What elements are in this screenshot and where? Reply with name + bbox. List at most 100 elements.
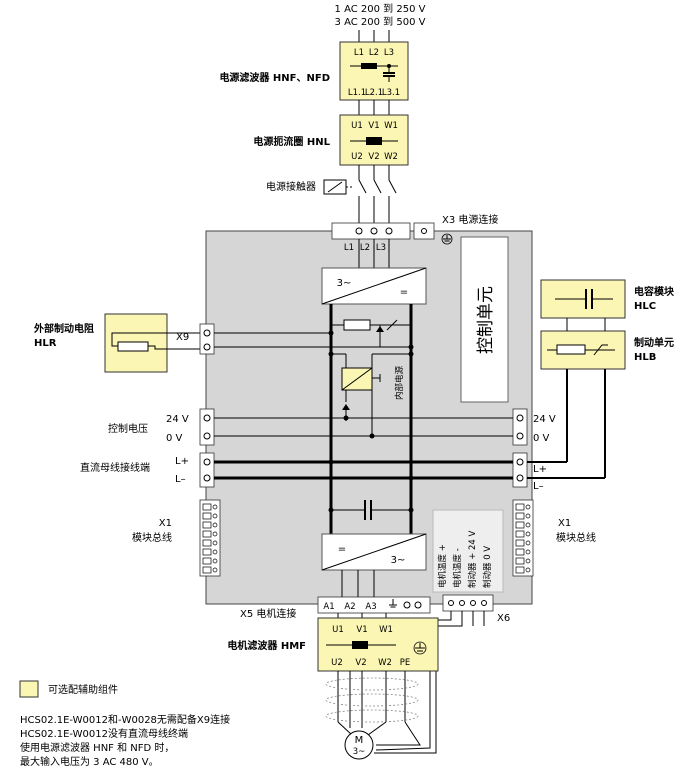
module-bus-pin-right xyxy=(515,548,531,556)
internal-supply: 内部电源 xyxy=(341,365,405,400)
svg-text:L2: L2 xyxy=(360,243,370,253)
dc-plus-right: L+ xyxy=(533,464,547,475)
module-bus-pin-right xyxy=(515,530,531,538)
x6-signal-4: 制动器 0 V xyxy=(482,546,493,588)
svg-text:M: M xyxy=(355,735,364,746)
mains-filter: L1 L2 L3 L1.1 L2.1 L3.1 xyxy=(339,41,409,101)
svg-text:W1: W1 xyxy=(379,625,393,635)
cap-module-label-2: HLC xyxy=(634,301,656,312)
module-bus-pin-right xyxy=(515,512,531,520)
svg-text:L2: L2 xyxy=(369,48,379,58)
module-bus-pin-left xyxy=(202,548,218,556)
note-1: HCS02.1E-W0012和-W0028无需配备X9连接 xyxy=(20,713,230,726)
module-bus-pin-left xyxy=(202,503,218,511)
svg-text:L2.1: L2.1 xyxy=(365,88,383,98)
module-bus-pin-left xyxy=(202,539,218,547)
svg-text:A1: A1 xyxy=(323,602,334,612)
svg-text:A3: A3 xyxy=(365,602,376,612)
x3-mains-terminal: L1 L2 L3 xyxy=(331,222,435,253)
dc-minus-right: L– xyxy=(533,481,544,492)
brake-unit xyxy=(540,330,626,370)
svg-text:U1: U1 xyxy=(351,121,363,131)
module-bus-pin-right xyxy=(515,539,531,547)
x5-label: X5 电机连接 xyxy=(240,607,296,620)
note-4: 最大输入电压为 3 AC 480 V。 xyxy=(20,755,159,768)
cv-24v-right: 24 V xyxy=(533,414,556,425)
motor-filter: U1 V1 W1 U2 V2 W2 PE xyxy=(317,617,439,672)
dc-bus-terminal-right xyxy=(512,452,528,488)
module-bus-pin-right xyxy=(515,503,531,511)
svg-text:3~: 3~ xyxy=(391,555,406,566)
cv-24v-left: 24 V xyxy=(166,414,189,425)
brake-unit-label-2: HLB xyxy=(634,352,656,363)
capacitor-module xyxy=(540,279,626,319)
cv-0v-right: 0 V xyxy=(533,433,550,444)
svg-text:U2: U2 xyxy=(351,152,363,162)
x6-signal-box xyxy=(432,509,504,593)
svg-text:控制单元: 控制单元 xyxy=(476,286,496,354)
motor-filter-label: 电机滤波器 HMF xyxy=(227,639,306,652)
x6-signal-3: 制动器 + 24 V xyxy=(467,530,478,588)
module-bus-pin-right xyxy=(515,521,531,529)
module-bus-pin-left xyxy=(202,566,218,574)
module-bus-pin-right xyxy=(515,566,531,574)
module-bus-pin-left xyxy=(202,512,218,520)
svg-text:V2: V2 xyxy=(368,152,379,162)
note-3: 使用电源滤波器 HNF 和 NFD 时， xyxy=(20,741,174,754)
x5-motor-terminal: A1 A2 A3 xyxy=(317,596,431,614)
contactor-switches xyxy=(358,165,397,224)
rectifier: 3~ = xyxy=(321,267,427,305)
x1-left: X1 xyxy=(159,518,172,529)
svg-text:V1: V1 xyxy=(356,625,367,635)
svg-text:=: = xyxy=(400,287,408,298)
external-brake-resistor xyxy=(104,313,200,373)
x6-signal-2: 电机温度 - xyxy=(452,548,463,588)
cv-0v-left: 0 V xyxy=(166,433,183,444)
svg-text:W1: W1 xyxy=(384,121,398,131)
inverter: = 3~ xyxy=(321,533,427,571)
ground-icon xyxy=(441,233,453,245)
ext-brake-label-2: HLR xyxy=(34,338,57,349)
legend-swatch xyxy=(19,680,39,698)
svg-text:L3: L3 xyxy=(376,243,386,253)
svg-text:PE: PE xyxy=(400,658,411,668)
control-voltage-terminal-right xyxy=(512,408,528,446)
x1-right: X1 xyxy=(558,518,571,529)
module-bus-pin-left xyxy=(202,530,218,538)
svg-text:内部电源: 内部电源 xyxy=(394,365,405,400)
module-bus-pin-left xyxy=(202,557,218,565)
x6-signal-1: 电机温度 + xyxy=(437,544,448,588)
svg-text:L3.1: L3.1 xyxy=(382,88,400,98)
ext-brake-label-1: 外部制动电阻 xyxy=(33,322,94,335)
module-bus-right xyxy=(512,499,534,577)
module-bus-pin-left xyxy=(202,521,218,529)
dc-bus-label: 直流母线接线端 xyxy=(80,461,150,474)
dc-bus-terminal-left xyxy=(199,452,215,488)
brake-unit-label-1: 制动单元 xyxy=(634,336,674,349)
motor-cable xyxy=(325,671,437,754)
svg-text:=: = xyxy=(338,544,346,555)
x6-terminal xyxy=(442,594,494,612)
svg-text:U2: U2 xyxy=(331,658,343,668)
svg-text:L1: L1 xyxy=(344,243,354,253)
svg-text:L3: L3 xyxy=(384,48,394,58)
svg-text:L1: L1 xyxy=(354,48,364,58)
module-bus-left xyxy=(199,499,221,577)
svg-text:V2: V2 xyxy=(355,658,366,668)
svg-text:V1: V1 xyxy=(368,121,379,131)
control-unit: 控制单元 xyxy=(460,236,509,403)
x6-label: X6 xyxy=(497,613,510,624)
dc-plus-left: L+ xyxy=(175,456,189,467)
supply-voltage-1ph: 1 AC 200 到 250 V xyxy=(335,3,426,15)
module-bus-label-left: 模块总线 xyxy=(132,531,172,544)
x9-terminal xyxy=(199,323,215,355)
svg-text:3~: 3~ xyxy=(337,278,352,289)
control-voltage-terminal-left xyxy=(199,408,215,446)
module-bus-label-right: 模块总线 xyxy=(556,531,596,544)
svg-text:W2: W2 xyxy=(378,658,392,668)
legend-label: 可选配辅助组件 xyxy=(48,683,118,696)
x9-label: X9 xyxy=(176,332,189,343)
mains-choke-label: 电源扼流圈 HNL xyxy=(253,135,330,148)
motor-icon: M 3~ xyxy=(344,730,374,760)
